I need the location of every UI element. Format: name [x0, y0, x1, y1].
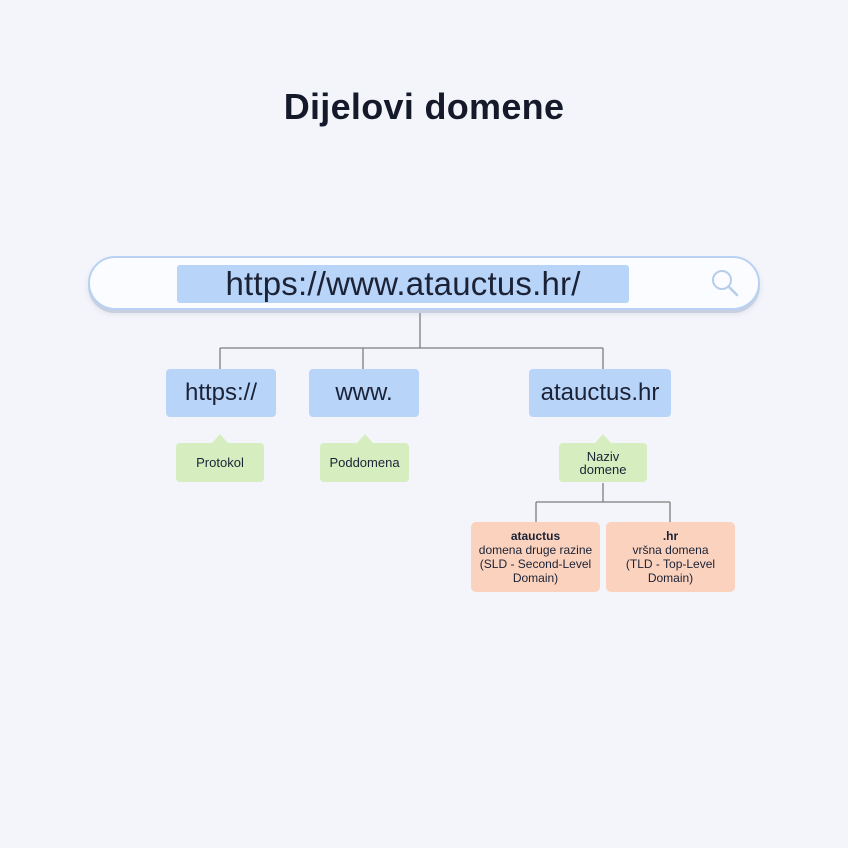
detail-tld-line-3: Domain) — [647, 571, 694, 585]
detail-tld-line-1: vršna domena — [632, 543, 709, 557]
label-naziv-domene-line-2: domene — [579, 461, 627, 477]
detail-sld-line-1: domena druge razine — [478, 543, 593, 557]
part-protocol: https:// — [166, 369, 276, 417]
magnifier-icon[interactable] — [709, 267, 741, 299]
detail-sld-line-3: Domain) — [512, 571, 559, 585]
detail-tld-title: .hr — [662, 529, 679, 543]
detail-sld-line-2: (SLD - Second-Level — [479, 557, 592, 571]
detail-sld: atauctus domena druge razine (SLD - Seco… — [471, 522, 600, 592]
detail-tld-line-2: (TLD - Top-Level — [625, 557, 716, 571]
part-subdomain: www. — [309, 369, 419, 417]
label-naziv-domene: Naziv domene — [559, 434, 647, 482]
page-title: Dijelovi domene — [283, 86, 565, 127]
label-poddomena: Poddomena — [320, 434, 409, 482]
part-domain-name: atauctus.hr — [529, 369, 671, 417]
detail-tld: .hr vršna domena (TLD - Top-Level Domain… — [606, 522, 735, 592]
label-naziv-domene-line-1: Naziv — [586, 448, 620, 464]
detail-sld-title: atauctus — [510, 529, 561, 543]
label-protokol: Protokol — [176, 434, 264, 482]
url-text: https://www.atauctus.hr/ — [177, 265, 629, 303]
